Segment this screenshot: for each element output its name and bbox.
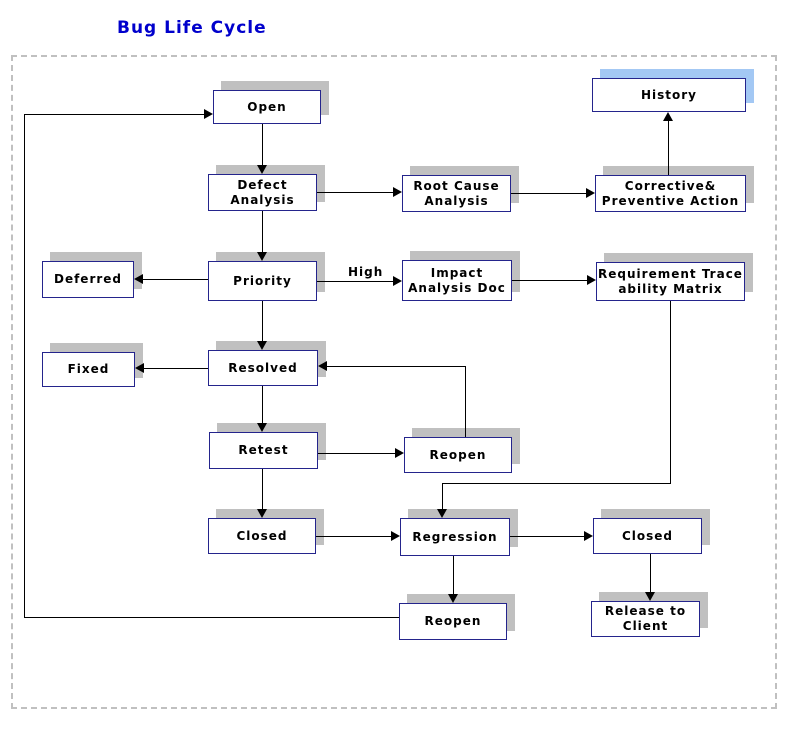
arrowhead-corrective-history [663,112,673,121]
node-retest: Retest [209,432,318,469]
connector-regression-closed-line [510,536,584,537]
node-impact-analysis-doc: Impact Analysis Doc [402,260,512,301]
arrowhead-rootcause-corrective [586,188,595,198]
diagram-frame [11,55,777,709]
page-title: Bug Life Cycle [117,18,267,38]
node-defect-analysis: Defect Analysis [208,174,317,211]
connector-reopen-open-hline-top [24,114,204,115]
connector-closed-regression-line [316,536,391,537]
arrowhead-retest-closed [257,509,267,518]
arrowhead-impact-rtm [587,275,596,285]
arrowhead-reopen-resolved [318,361,327,371]
connector-reopen-resolved-hline [327,366,466,367]
arrowhead-open-defect [257,165,267,174]
node-closed-right: Closed [593,518,702,554]
arrowhead-closed-regression [391,531,400,541]
arrowhead-priority-resolved [257,341,267,350]
connector-priority-impact-line [317,281,393,282]
edge-label-high: High [348,265,384,279]
connector-retest-closed-line [262,469,263,509]
arrowhead-retest-reopen [395,448,404,458]
connector-rtm-regression-vline1 [670,301,671,483]
connector-reopen-resolved-vline [465,366,466,437]
arrowhead-regression-reopen [448,594,458,603]
arrowhead-rtm-regression [437,509,447,518]
connector-resolved-fixed-line [144,368,208,369]
node-open: Open [213,90,321,124]
node-release-to-client: Release to Client [591,601,700,637]
connector-regression-reopen-line [453,556,454,594]
connector-defect-rootcause-line [317,192,393,193]
connector-resolved-retest-line [262,386,263,424]
connector-rtm-regression-hline [442,483,671,484]
node-requirement-traceability-matrix: Requirement Trace ability Matrix [596,262,745,301]
arrowhead-regression-closed [584,531,593,541]
connector-priority-resolved-line [262,301,263,342]
node-fixed: Fixed [42,352,135,387]
arrowhead-defect-priority [257,252,267,261]
connector-retest-reopen-line [318,453,395,454]
node-reopen-mid: Reopen [404,437,512,473]
arrowhead-resolved-retest [257,423,267,432]
connector-corrective-history-line [668,120,669,175]
node-regression: Regression [400,518,510,556]
connector-impact-rtm-line [512,280,587,281]
connector-reopen-open-hline-bottom [24,617,399,618]
connector-reopen-open-vline [24,114,25,618]
connector-open-defect-line [262,124,263,167]
node-root-cause-analysis: Root Cause Analysis [402,175,511,212]
node-corrective-preventive-action: Corrective& Preventive Action [595,175,746,212]
connector-closed-release-line [650,554,651,592]
node-resolved: Resolved [208,350,318,386]
connector-rtm-regression-vline2 [442,483,443,509]
node-closed-left: Closed [208,518,316,554]
arrowhead-priority-deferred [134,274,143,284]
arrowhead-defect-rootcause [393,187,402,197]
arrowhead-reopen-open [204,109,213,119]
connector-priority-deferred-line [143,279,208,280]
arrowhead-priority-impact [393,276,402,286]
arrowhead-resolved-fixed [135,363,144,373]
connector-rootcause-corrective-line [511,193,586,194]
node-history: History [592,78,746,112]
connector-defect-priority-line [262,211,263,253]
node-priority: Priority [208,261,317,301]
node-deferred: Deferred [42,261,134,298]
node-reopen-bottom: Reopen [399,603,507,640]
arrowhead-closed-release [645,592,655,601]
